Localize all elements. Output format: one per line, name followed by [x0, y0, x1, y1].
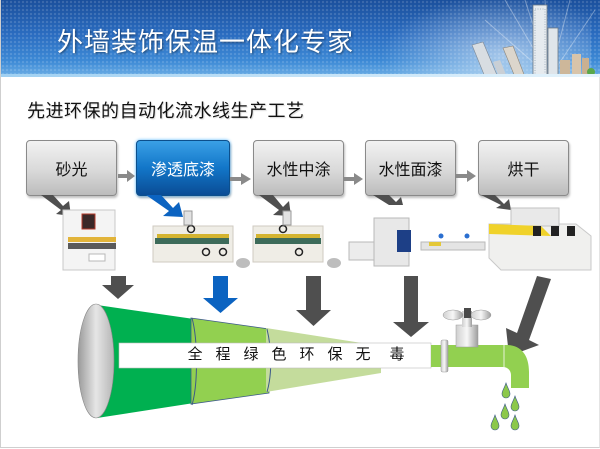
- slogan-char: 全: [187, 344, 203, 363]
- step-connector-arrows: [118, 170, 476, 185]
- arrow-into-faucet: [506, 276, 551, 356]
- slogan-char: 保: [327, 344, 343, 363]
- drop-icon: [490, 414, 500, 431]
- arrow-into-pipe-3: [296, 276, 331, 326]
- drop-icon: [501, 382, 511, 399]
- slogan-char: 程: [215, 344, 231, 363]
- arrow-down-topcoat: [373, 195, 403, 205]
- slogan-char: 绿: [243, 344, 259, 363]
- connector-arrow-3: [343, 173, 363, 185]
- step-sanding: 砂光: [26, 140, 117, 196]
- header-title: 外墙装饰保温一体化专家: [57, 28, 355, 58]
- machine-sanding: [62, 209, 116, 271]
- connector-arrow-2: [230, 173, 251, 185]
- header-banner: 外墙装饰保温一体化专家: [1, 0, 600, 77]
- connector-arrow-4: [456, 170, 476, 182]
- pipe-slogan: 全 程 绿 色 环 保 无 毒: [181, 339, 481, 367]
- pipe-label-band: [118, 342, 432, 369]
- arrow-down-drying: [481, 195, 511, 210]
- arrow-into-pipe-2: [203, 276, 238, 313]
- drop-icon: [500, 403, 510, 420]
- machine-midcoat-coater: [252, 210, 341, 268]
- slogan-char: 色: [271, 344, 287, 363]
- machine-uv-dryer: [488, 207, 592, 271]
- faucet-icon: [431, 308, 529, 388]
- step-waterborne-topcoat: 水性面漆: [365, 140, 456, 196]
- arrow-into-pipe-4: [393, 276, 429, 337]
- banner-bottom-strip: [1, 74, 600, 77]
- slogan-char: 毒: [389, 344, 405, 363]
- slogan-char: 环: [299, 344, 315, 363]
- drop-icon: [510, 395, 520, 412]
- slogan-char: 无: [355, 344, 371, 363]
- machine-topcoat-spray-line: [348, 217, 486, 267]
- machine-primer-coater: [152, 210, 250, 268]
- water-drops: [490, 382, 520, 431]
- drop-icon: [510, 414, 520, 431]
- arrow-into-pipe-1: [102, 276, 134, 299]
- step-penetrating-primer: 渗透底漆: [136, 140, 230, 196]
- step-drying: 烘干: [478, 140, 569, 196]
- connector-arrow-1: [118, 170, 135, 182]
- section-subtitle: 先进环保的自动化流水线生产工艺: [27, 101, 305, 122]
- skyscrapers-illustration: [471, 0, 595, 77]
- step-waterborne-midcoat: 水性中涂: [253, 140, 344, 196]
- arrow-down-primer: [146, 195, 183, 217]
